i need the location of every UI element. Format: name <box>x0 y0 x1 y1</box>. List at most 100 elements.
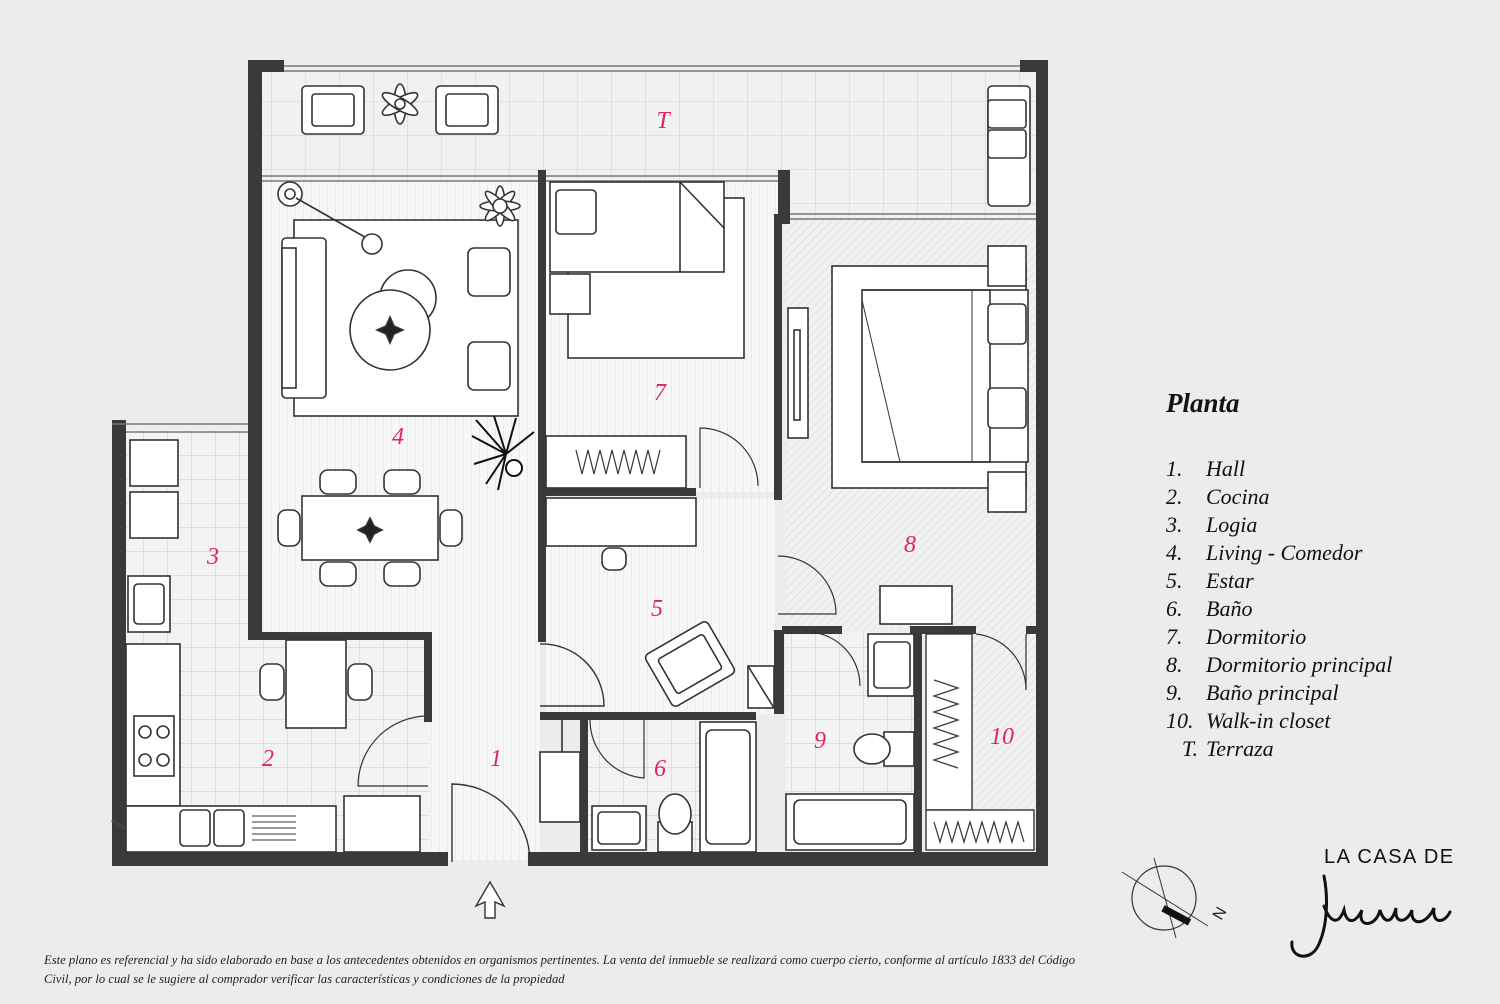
stove-icon <box>133 715 175 777</box>
brand-logo: LA CASA DE <box>1284 846 1464 966</box>
plant-icon <box>356 516 384 544</box>
room-label-3: 3 <box>206 544 219 570</box>
palm-plant-icon <box>471 415 535 491</box>
wall-estar-right <box>774 630 784 714</box>
plant-icon <box>479 185 521 227</box>
legend-item-label: Baño principal <box>1206 680 1339 705</box>
armchair-2 <box>467 341 511 391</box>
wall-closet-stub <box>1026 626 1036 634</box>
master-nightstand-2 <box>987 471 1027 513</box>
terrace-furniture <box>301 83 1031 207</box>
legend-item-number: 4. <box>1166 540 1183 565</box>
legend-item: 4. Living - Comedor <box>1166 539 1392 567</box>
wall-mbath-top2 <box>910 626 976 634</box>
wall-bottom <box>112 852 448 866</box>
legend-item-label: Estar <box>1206 568 1254 593</box>
brand-script-logo <box>1290 874 1452 958</box>
legend-item-number: 9. <box>1166 680 1183 705</box>
fridge-icon <box>343 795 421 853</box>
plant-icon <box>375 315 405 345</box>
master-furniture <box>787 245 1029 625</box>
legend-item-number: 6. <box>1166 596 1183 621</box>
nightstand <box>549 273 591 315</box>
legend-item-label: Living - Comedor <box>1206 540 1363 565</box>
room-label-5: 5 <box>651 596 663 622</box>
legend-item-number: 5. <box>1166 568 1183 593</box>
room-label-10: 10 <box>990 724 1014 750</box>
walls <box>112 60 1048 866</box>
kitchen-table <box>285 639 347 729</box>
legend-item: 9. Baño principal <box>1166 679 1392 707</box>
living-furniture <box>277 181 535 587</box>
terrace-floor <box>262 70 1036 182</box>
bench <box>879 585 953 625</box>
compass-north-label: N <box>1210 904 1231 923</box>
wall-bedroom-left <box>538 170 546 642</box>
wall-logia-left <box>112 420 126 866</box>
legend-item: 1. Hall <box>1166 455 1392 483</box>
room-label-1: 1 <box>490 746 502 772</box>
legend-item-label: Logia <box>1206 512 1258 537</box>
wall-bedroom-bottom <box>546 488 696 496</box>
compass-icon <box>1121 857 1209 939</box>
legend-item-label: Dormitorio principal <box>1206 652 1393 677</box>
bedroom-wardrobe <box>545 435 687 489</box>
room-label-8: 8 <box>904 532 916 558</box>
legend-item-number: 8. <box>1166 652 1183 677</box>
legend-item-number: 10. <box>1166 708 1194 733</box>
desk <box>545 497 697 547</box>
legend-list: 1. Hall 2.Cocina 3. Logia 4. Living - Comed… <box>1166 455 1392 763</box>
legend-item-label: Hall <box>1206 456 1246 481</box>
wall-kitchen-top <box>262 632 430 640</box>
legend-item: T. Terraza <box>1166 735 1392 763</box>
room-label-2: 2 <box>262 746 274 772</box>
disclaimer-text: Este plano es referencial y ha sido elab… <box>44 953 1076 986</box>
legend-item: 10.Walk-in closet <box>1166 707 1392 735</box>
room-label-4: 4 <box>392 424 404 450</box>
bedroom-furniture <box>545 181 759 489</box>
washer-icon <box>129 439 179 487</box>
room-labels: 1 2 3 4 5 6 7 8 9 10 T <box>206 108 1014 782</box>
closet-fixtures <box>925 633 1035 851</box>
legend-item-number: T. <box>1181 736 1198 761</box>
kitchen-fixtures <box>125 439 429 853</box>
room-label-6: 6 <box>654 756 666 782</box>
dining-chairs <box>277 469 463 587</box>
wall-top <box>248 60 284 72</box>
wall-mbath-right <box>914 630 922 852</box>
dryer-icon <box>129 491 179 539</box>
brand-top-text: LA CASA DE <box>1324 846 1455 868</box>
legend-item: 2.Cocina <box>1166 483 1392 511</box>
entry-door <box>451 643 605 863</box>
wall-bath-left <box>580 720 588 852</box>
estar-furniture <box>545 497 837 709</box>
room-label-terrace: T <box>656 108 671 134</box>
legend-item: 6. Baño <box>1166 595 1392 623</box>
legend-item-number: 3. <box>1166 512 1183 537</box>
legend-item-label: Terraza <box>1206 736 1274 761</box>
kitchen-sink-icon <box>179 809 211 847</box>
wall-bottom-right <box>528 852 1048 866</box>
master-nightstand-1 <box>987 245 1027 287</box>
plant-icon <box>381 83 419 125</box>
mbath-toilet-icon <box>883 731 915 767</box>
legend-item: 8. Dormitorio principal <box>1166 651 1392 679</box>
legend-item-label: Dormitorio <box>1206 624 1307 649</box>
legend-item-label: Cocina <box>1206 484 1270 509</box>
wall-bath-top <box>540 712 756 720</box>
legend-item: 7.Dormitorio <box>1166 623 1392 651</box>
legend-item-number: 1. <box>1166 456 1183 481</box>
room-label-9: 9 <box>814 728 826 754</box>
wall-left-upper <box>248 60 262 640</box>
wall-right <box>1036 60 1048 866</box>
wall-mbath-top <box>782 626 842 634</box>
legend-item: 5. Estar <box>1166 567 1392 595</box>
legend-title: Planta <box>1166 388 1240 418</box>
wall-master-left <box>774 214 782 500</box>
legend-item-label: Baño <box>1206 596 1253 621</box>
legend-item: 3. Logia <box>1166 511 1392 539</box>
hall-floor <box>430 638 540 860</box>
wall-kitchen-right <box>424 632 432 722</box>
entrance-arrow-icon <box>474 880 506 919</box>
